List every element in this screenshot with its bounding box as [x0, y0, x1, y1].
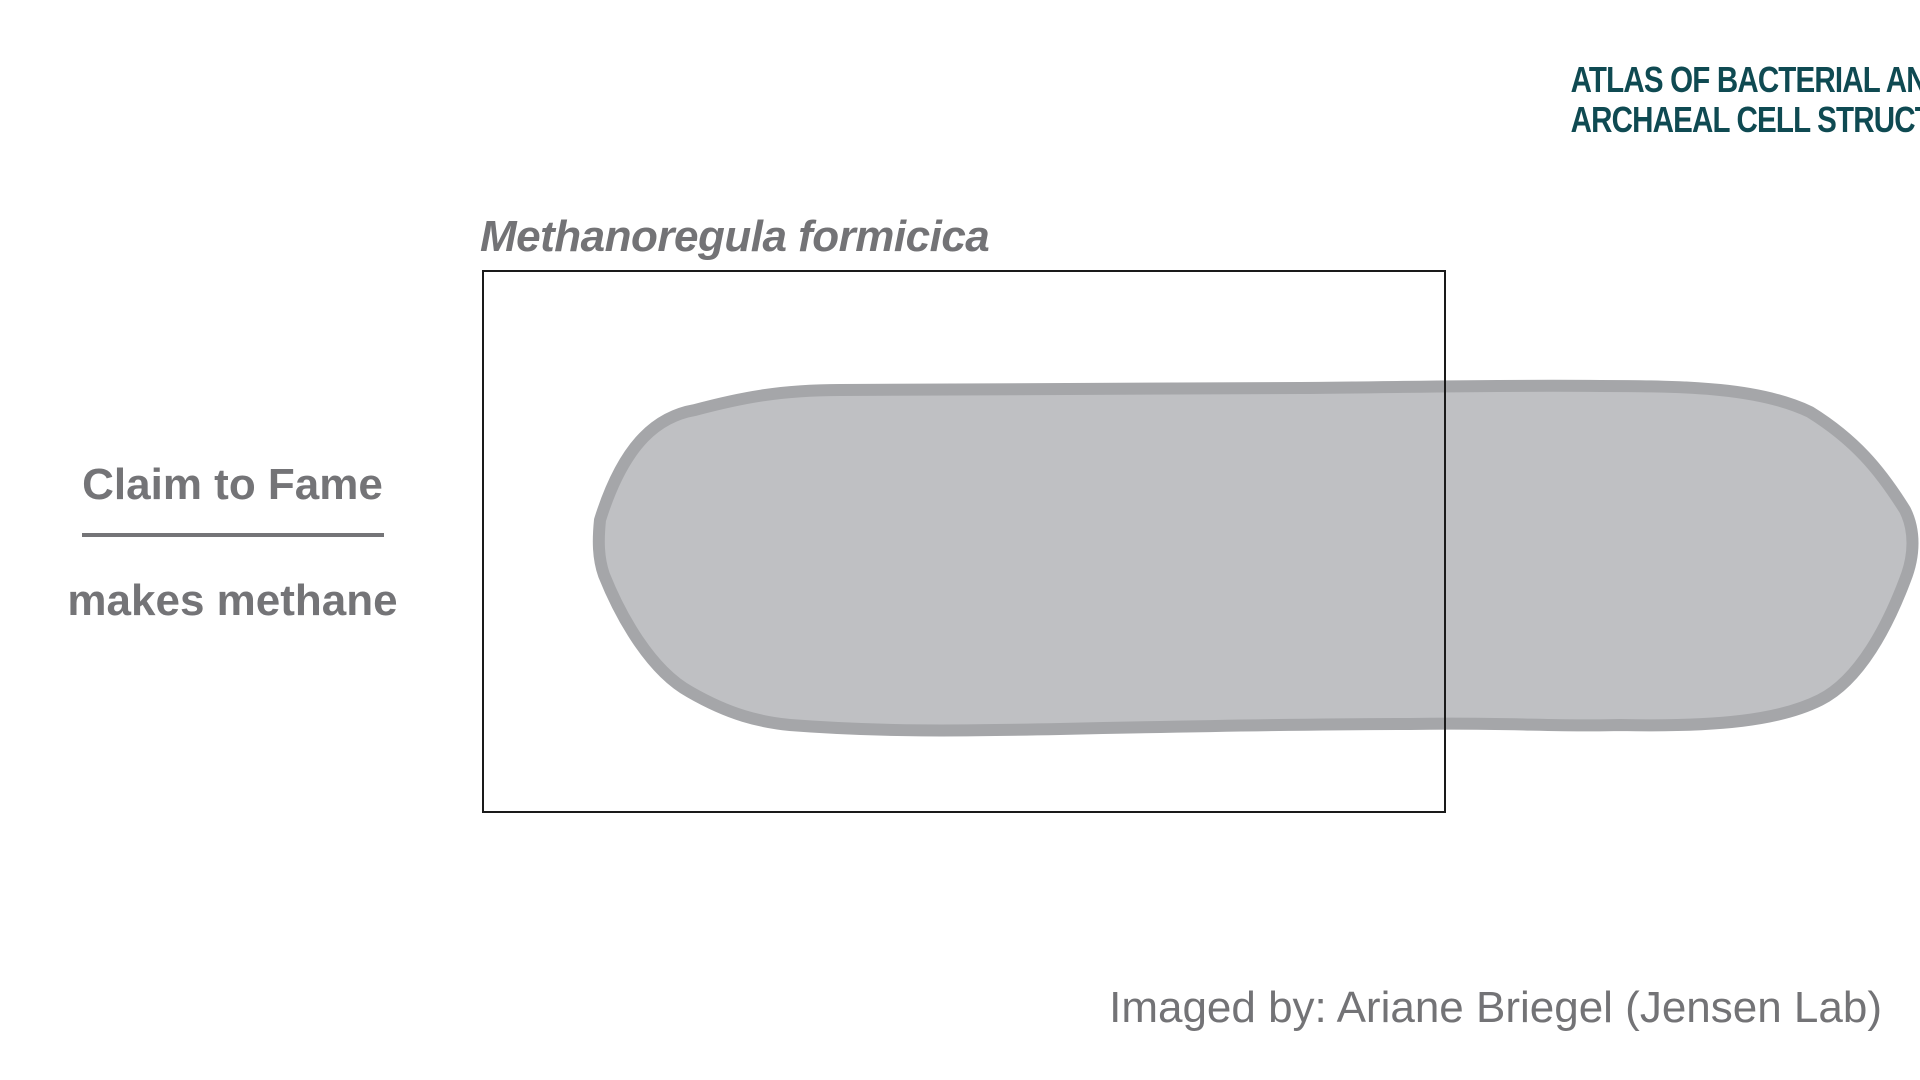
- claim-text: makes methane: [67, 576, 398, 625]
- logo-line-1: ATLAS OF BACTERIAL AND: [1570, 59, 1920, 100]
- atlas-logo: ATLAS OF BACTERIAL AND ARCHAEAL CELL STR…: [1540, 59, 1920, 140]
- claim-divider: [82, 533, 384, 537]
- species-title: Methanoregula formicica: [480, 212, 990, 261]
- image-credit: Imaged by: Ariane Briegel (Jensen Lab): [1109, 983, 1882, 1032]
- claim-heading: Claim to Fame: [82, 460, 383, 509]
- logo-line-2: ARCHAEAL CELL STRUCTURE: [1570, 99, 1920, 140]
- image-frame: [482, 270, 1446, 813]
